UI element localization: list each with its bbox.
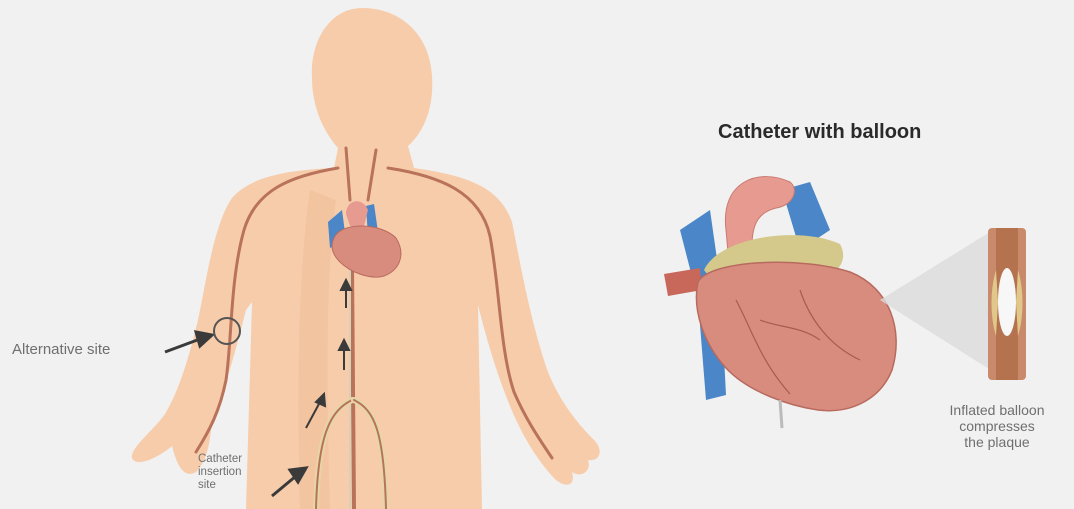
aorta-line [352,266,354,509]
catheter-stem [780,400,782,428]
inflated-balloon [998,268,1016,336]
inflated-balloon-label: Inflated balloon compresses the plaque [922,402,1072,450]
magnifier-cone [880,232,1000,376]
large-heart [664,177,896,428]
alternative-site-label: Alternative site [12,341,110,358]
catheter-with-balloon-title: Catheter with balloon [718,121,921,144]
balloon-magnifier [880,228,1026,380]
body-heart-aorta [346,201,368,226]
large-heart-muscle [696,262,896,410]
catheter-insertion-site-label: Catheter insertion site [198,453,278,493]
